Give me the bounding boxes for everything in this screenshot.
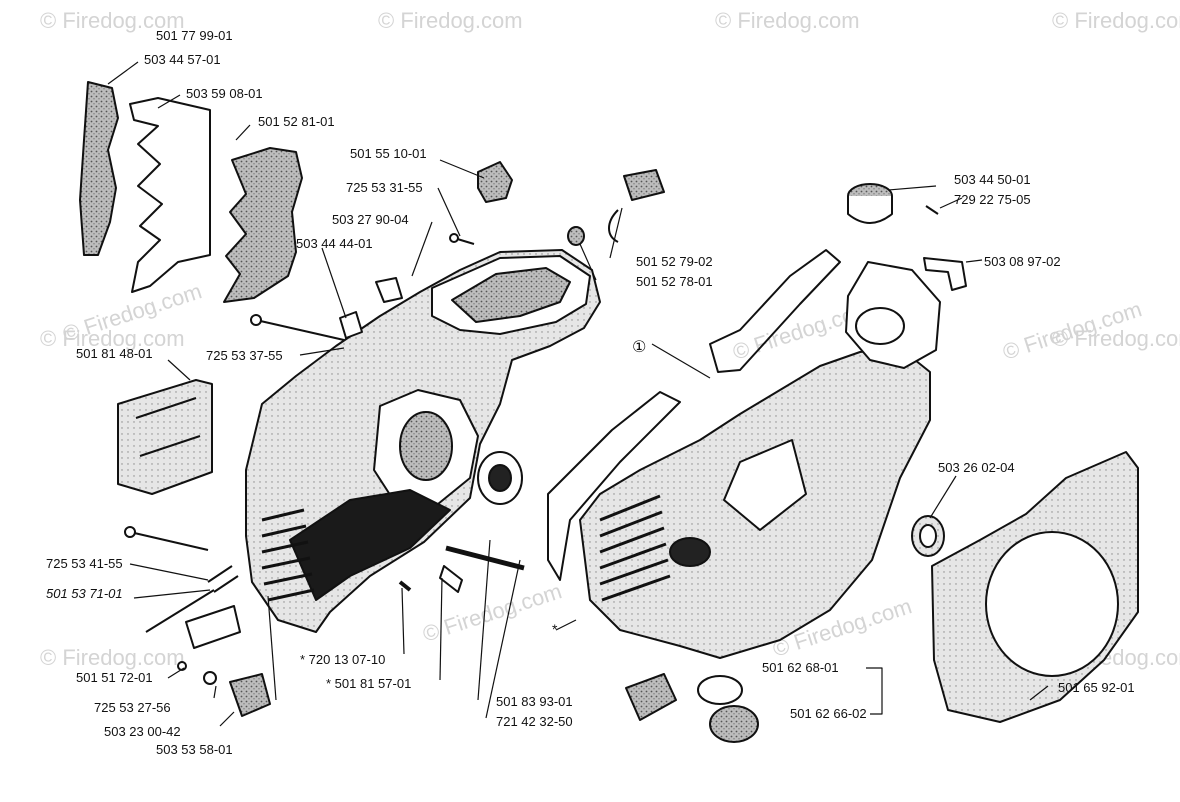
part-label: 503 44 50-01 [954,172,1031,187]
crankcase-dark-cavity [289,489,451,601]
filler-cap [709,705,759,743]
part-label: 503 26 02-04 [938,460,1015,475]
part-label: 501 53 71-01 [46,586,123,601]
watermark: © Firedog.com [40,326,185,351]
part-label: 725 53 41-55 [46,556,123,571]
part-label: 501 51 72-01 [76,670,153,685]
callout-marker-1: ① [632,339,646,356]
catch-block [229,673,271,717]
screw-top [925,205,939,215]
bolt-long-1 [255,319,345,341]
grommet [339,311,363,339]
part-label: 729 22 75-05 [954,192,1031,207]
watermark: © Firedog.com [378,8,523,33]
bolt-long-3 [145,589,215,633]
part-label: 501 81 48-01 [76,346,153,361]
chain-guard [223,147,303,303]
asterisk-marker: * [552,621,558,637]
oil-cap [669,537,711,567]
part-label: * 720 13 07-10 [300,652,386,667]
gasket-right [709,249,841,373]
vibration-damper [477,161,513,203]
part-label: 725 53 27-56 [94,700,171,715]
part-label: 501 77 99-01 [156,28,233,43]
crank-bore [399,411,453,481]
watermark: © Firedog.com [40,645,185,670]
part-label: 725 53 31-55 [346,180,423,195]
crankcase-tank [451,267,571,323]
part-label: 501 83 93-01 [496,694,573,709]
watermark: © Firedog.com [1052,326,1180,351]
part-label: 503 27 90-04 [332,212,409,227]
front-guard-plate [79,81,119,256]
watermark: © Firedog.com [1052,8,1180,33]
spark-connector [623,169,665,201]
part-label: 501 52 79-02 [636,254,713,269]
watermark: © Firedog.com [40,8,185,33]
rod-long [445,545,525,571]
part-label: 503 23 00-42 [104,724,181,739]
part-label: 721 42 32-50 [496,714,573,729]
hook-bracket [923,257,967,291]
gasket [547,391,681,581]
watermark: © Firedog.com [715,8,860,33]
spring-small [207,565,239,593]
part-label: 501 62 66-02 [790,706,867,721]
guide-plate [117,379,213,495]
cap-oval [625,673,677,721]
crank-bearing-inner [488,464,512,492]
cylinder-bore [855,307,905,345]
part-label: 501 52 81-01 [258,114,335,129]
part-label: 503 59 08-01 [186,86,263,101]
crank-bore-right [723,439,807,531]
crankcase-right-fins [599,494,671,602]
part-label: 501 55 10-01 [350,146,427,161]
part-label: 725 53 37-55 [206,348,283,363]
bracket-block [185,605,241,649]
bolt-long-2 [129,531,209,551]
part-label: 503 44 57-01 [144,52,221,67]
o-ring [697,675,743,705]
rubber-plug [375,277,403,303]
part-label: 503 44 44-01 [296,236,373,251]
crankcase-fins [261,508,315,602]
part-label: 501 52 78-01 [636,274,713,289]
part-label: 501 65 92-01 [1058,680,1135,695]
spacer [439,565,463,593]
part-label: * 501 81 57-01 [326,676,412,691]
part-label: 501 62 68-01 [762,660,839,675]
pin-short [398,580,412,592]
bumper-spike [129,97,211,293]
part-label: 503 08 97-02 [984,254,1061,269]
part-label: 503 53 58-01 [156,742,233,757]
